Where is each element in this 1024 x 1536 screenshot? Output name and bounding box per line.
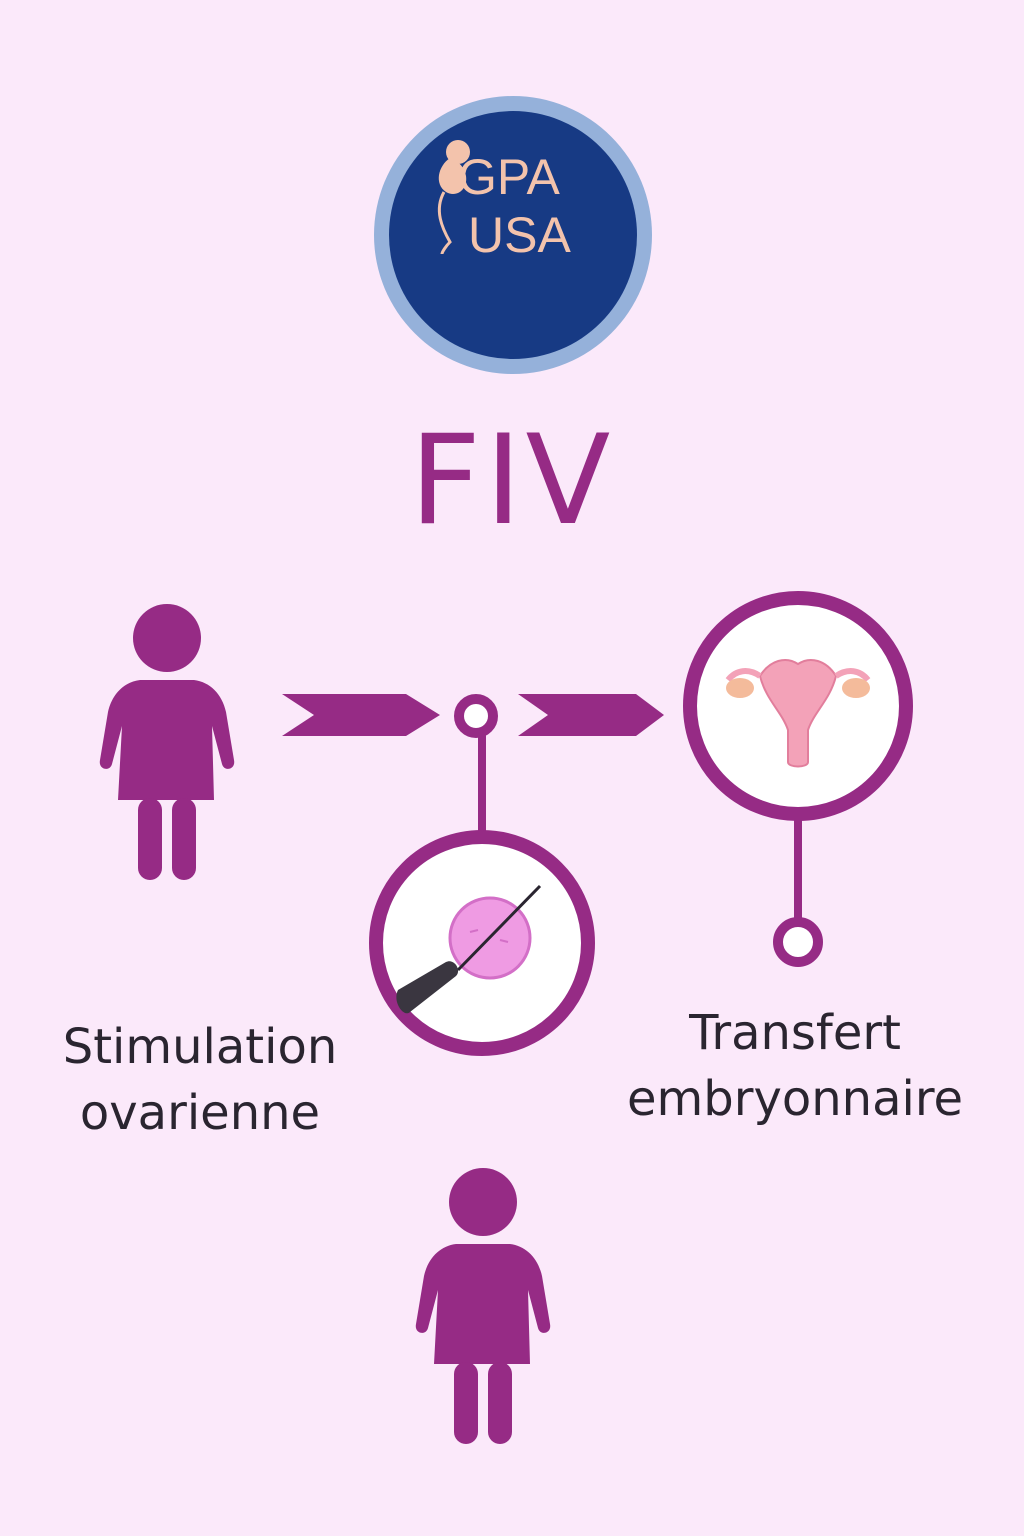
page-title: FIV xyxy=(409,409,615,553)
logo-line-gpa: GPA xyxy=(458,149,560,205)
logo xyxy=(374,96,652,374)
label-embryo-transfer-line1: Transfert xyxy=(689,1005,901,1061)
label-embryo-transfer: Transfert embryonnaire xyxy=(590,1000,1000,1132)
logo-text: GPA USA xyxy=(440,140,620,280)
logo-line-usa: USA xyxy=(468,207,571,263)
arrow-chevron-2 xyxy=(518,694,664,736)
label-ovarian-stimulation: Stimulation ovarienne xyxy=(30,1014,370,1146)
label-ovarian-stimulation-line1: Stimulation xyxy=(62,1019,338,1075)
label-ovarian-stimulation-line2: ovarienne xyxy=(79,1085,321,1141)
uterus-icon xyxy=(725,659,871,768)
connector-node-bottom xyxy=(773,917,823,967)
fertilization-circle xyxy=(369,830,595,1056)
woman-left-icon xyxy=(99,604,235,880)
logo-mother-silhouette-icon xyxy=(437,140,470,255)
label-embryo-transfer-line2: embryonnaire xyxy=(626,1071,964,1127)
ivf-diagram xyxy=(99,591,913,1444)
arrow-chevron-1 xyxy=(282,694,440,736)
woman-bottom-icon xyxy=(415,1168,551,1444)
egg-injection-icon xyxy=(396,884,542,1014)
uterus-circle xyxy=(683,591,913,821)
connector-node-top xyxy=(454,694,498,738)
